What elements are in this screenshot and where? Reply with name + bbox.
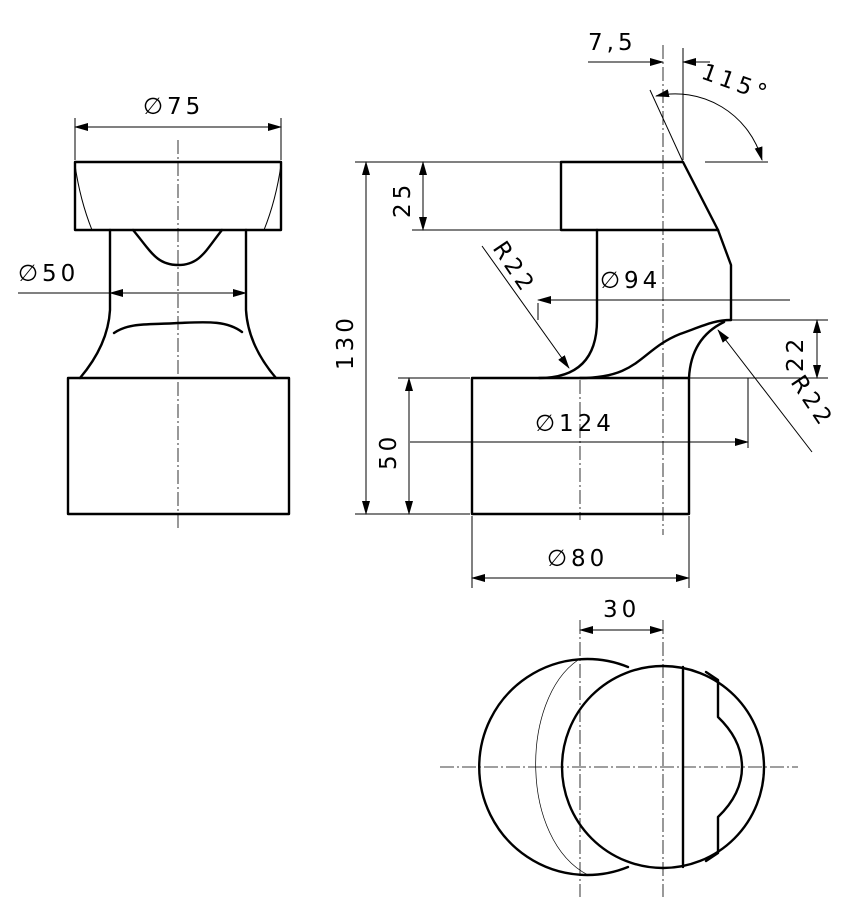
side-r22-lower-leader (717, 329, 813, 453)
top-large-circle (478, 657, 630, 877)
side-angle-arc (655, 89, 763, 161)
front-dim-75-label: ∅75 (143, 94, 204, 120)
side-base (470, 376, 691, 516)
side-r22-lower-label: R22 (785, 371, 839, 433)
front-neck-curve (112, 321, 244, 335)
top-hidden-arc (535, 659, 589, 876)
front-cap-chamfer-left (74, 164, 93, 231)
front-saddle-curve (131, 228, 224, 267)
front-view: ∅75 ∅50 (18, 94, 291, 530)
side-r22-upper-label: R22 (487, 237, 541, 299)
side-left-stem (537, 228, 599, 380)
top-view: 30 (440, 597, 798, 897)
top-dim-30-label: 30 (603, 597, 640, 623)
top-small-circle (560, 664, 766, 870)
side-right-taper (716, 228, 733, 322)
side-s-curve (578, 318, 733, 380)
side-dim-50-label: 50 (376, 433, 402, 470)
side-right-fillet (687, 320, 726, 380)
side-angle-ext (649, 89, 684, 163)
side-dim-offset-label: 7,5 (588, 30, 637, 56)
front-base (66, 376, 291, 516)
side-dim-25-label: 25 (390, 181, 416, 218)
front-neck-left (78, 228, 112, 380)
side-dim-80-label: ∅80 (547, 546, 608, 572)
side-r22-upper-leader (481, 245, 570, 369)
top-right-cutout (704, 670, 744, 863)
side-dim-22-label: 22 (783, 335, 809, 372)
front-top-cap (73, 160, 283, 232)
front-neck-right (244, 228, 278, 380)
side-top-block (559, 160, 720, 232)
side-view: 7,5 115° 130 25 R22 ∅94 22 R22 ∅124 (333, 30, 839, 588)
side-dim-94-label: ∅94 (600, 268, 661, 294)
front-dim-50-label: ∅50 (18, 261, 79, 287)
side-dim-124-label: ∅124 (535, 411, 615, 437)
side-dim-130-label: 130 (333, 314, 359, 370)
front-cap-chamfer-right (263, 164, 282, 231)
